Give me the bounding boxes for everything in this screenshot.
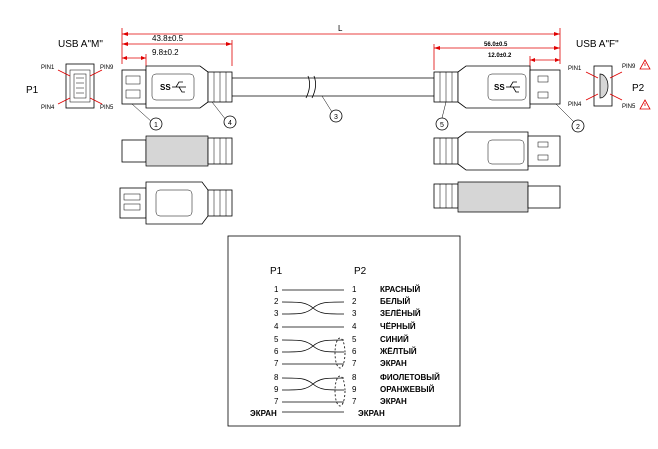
wiring-p2-pin: 7 [352, 397, 357, 406]
dim-right-overall: 56.0±0.5 [484, 42, 508, 48]
cable-assembly-main [121, 65, 561, 109]
wiring-p2-pin: 4 [352, 322, 357, 331]
wiring-p2-pin: 6 [352, 347, 357, 356]
dim-left-overall: 43.8±0.5 [152, 34, 184, 43]
pin-label-left-pin9: PIN9 [100, 65, 114, 71]
wiring-table: P1 P2 1 1 КРАСНЫЙ 2 2 БЕЛЫЙ 3 3 ЗЕЛЁНЫЙ 4 4 [250, 266, 440, 418]
pin-label-left-pin1: PIN1 [41, 65, 55, 71]
wiring-p1-pin: 2 [274, 297, 279, 306]
wiring-p2-pin: 8 [352, 373, 357, 382]
pin-label-right-pin4: PIN4 [568, 102, 582, 108]
usb-trident-icon [172, 81, 186, 93]
wiring-wire-color: КРАСНЫЙ [380, 285, 420, 294]
balloon-5: 5 [440, 122, 444, 129]
usb-male-face-icon [57, 63, 103, 109]
connector-right-title: USB A"F" [576, 39, 619, 50]
wiring-p2-pin: 5 [352, 335, 357, 344]
right-connector-side-view [433, 181, 561, 213]
balloon-2: 2 [576, 124, 580, 131]
wiring-p1-pin: 7 [274, 397, 279, 406]
wiring-wire-color: БЕЛЫЙ [380, 297, 411, 306]
wiring-p1-pin: 5 [274, 335, 279, 344]
wiring-header-p1: P1 [270, 266, 283, 277]
pin-label-left-pin5: PIN5 [100, 105, 114, 111]
right-connector-top-view [433, 131, 561, 171]
wiring-p1-pin: 6 [274, 347, 279, 356]
wiring-footer-p2: ЭКРАН [358, 409, 385, 418]
wiring-p1-pin: 7 [274, 359, 279, 368]
pin-label-right-pin5: PIN5 [622, 104, 636, 110]
pin-label-right-pin9: PIN9 [622, 64, 636, 70]
wiring-p1-pin: 1 [274, 285, 279, 294]
callout-balloons [131, 95, 585, 133]
wiring-header-p2: P2 [354, 266, 367, 277]
wiring-wire-color: ЭКРАН [380, 359, 407, 368]
left-connector-top-view [119, 181, 233, 225]
wiring-wire-color: ФИОЛЕТОВЫЙ [380, 373, 440, 382]
connector-left-designator: P1 [26, 85, 39, 96]
wiring-p1-pin: 8 [274, 373, 279, 382]
wiring-p1-pin: 3 [274, 309, 279, 318]
superspeed-logo-left: SS [160, 83, 171, 92]
wiring-wire-color: ЗЕЛЁНЫЙ [380, 309, 421, 318]
wiring-wire-color: ЧЁРНЫЙ [380, 322, 416, 331]
warning-icon [639, 59, 651, 70]
wiring-p2-pin: 9 [352, 385, 357, 394]
left-connector-side-view [121, 135, 233, 167]
balloon-4: 4 [228, 120, 232, 127]
dim-right-plug: 12.0±0.2 [488, 53, 512, 59]
wiring-wire-color: ЖЁЛТЫЙ [379, 347, 417, 356]
wiring-footer-p1: ЭКРАН [250, 409, 277, 418]
wiring-p2-pin: 2 [352, 297, 357, 306]
balloon-3: 3 [334, 114, 338, 121]
wiring-wire-color: СИНИЙ [380, 335, 409, 344]
connector-right-designator: P2 [632, 83, 645, 94]
pin-label-right-pin1: PIN1 [568, 66, 582, 72]
wire-lines [281, 289, 346, 413]
wiring-p1-pin: 4 [274, 322, 279, 331]
dim-total-length: L [338, 24, 343, 33]
wiring-wire-color: ЭКРАН [380, 397, 407, 406]
wiring-p2-pin: 7 [352, 359, 357, 368]
wiring-p1-pin: 9 [274, 385, 279, 394]
wiring-p2-pin: 1 [352, 285, 357, 294]
warning-icon [639, 99, 651, 110]
wiring-table-frame [227, 235, 461, 427]
usb-female-face-icon [585, 65, 623, 107]
wiring-wire-color: ОРАНЖЕВЫЙ [380, 385, 435, 394]
usb-trident-icon [506, 81, 520, 93]
pin-label-left-pin4: PIN4 [41, 105, 55, 111]
wiring-p2-pin: 3 [352, 309, 357, 318]
balloon-1: 1 [154, 122, 158, 129]
dim-left-plug: 9.8±0.2 [152, 48, 179, 57]
dimension-lines [121, 28, 561, 70]
superspeed-logo-right: SS [494, 83, 505, 92]
connector-left-title: USB A"M" [58, 39, 103, 50]
